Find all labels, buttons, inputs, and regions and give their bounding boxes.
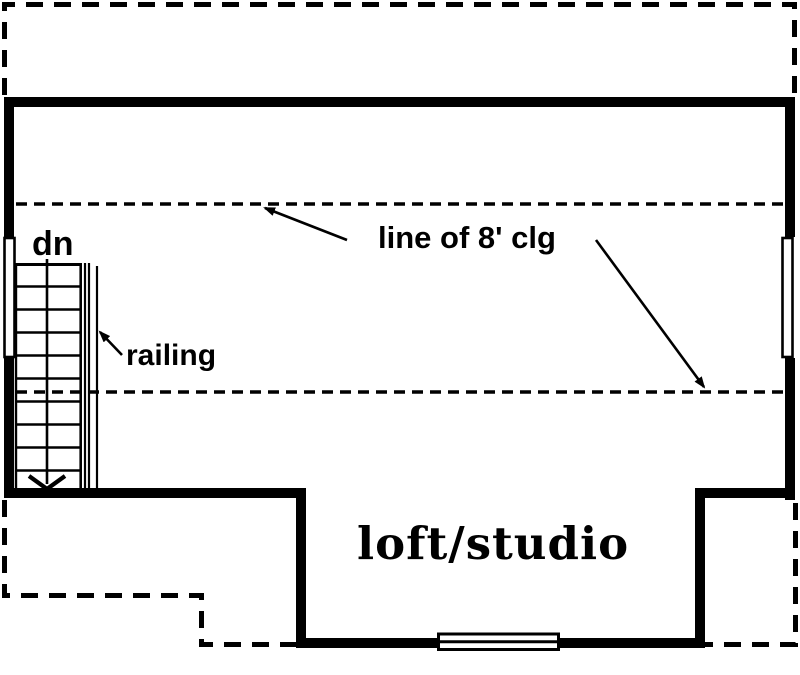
wall-bottom-left-segment — [296, 638, 437, 648]
railing-label: railing — [126, 339, 217, 372]
staircase — [14, 259, 99, 493]
clg-arrow-left — [263, 206, 348, 242]
clg-arrow-right — [594, 239, 706, 389]
wall-loft-west-horizontal — [4, 488, 306, 498]
roof-outline — [2, 2, 798, 647]
roof-outline-top — [2, 2, 797, 95]
ceiling-height-label: line of 8' clg — [378, 220, 556, 255]
window-right — [781, 236, 794, 359]
stair-direction-arrow — [27, 259, 67, 492]
window-left — [3, 236, 16, 359]
ceiling-lines — [16, 202, 783, 394]
room-title: loft/studio — [357, 517, 630, 570]
stair-direction-label: dn — [32, 225, 74, 263]
wall-left-upper — [4, 97, 14, 237]
wall-loft-east-vertical — [695, 488, 705, 648]
wall-top — [4, 97, 795, 107]
roof-outline-bottom-right — [705, 503, 798, 647]
wall-right-upper — [785, 97, 795, 237]
railing-lines — [83, 263, 99, 493]
roof-outline-bottom-left — [2, 500, 296, 647]
wall-right-lower — [785, 358, 795, 500]
wall-loft-west-vertical — [296, 488, 306, 648]
wall-loft-east-horizontal — [695, 488, 795, 498]
window-bottom — [437, 632, 560, 651]
wall-bottom-right-segment — [560, 638, 705, 648]
walls — [4, 97, 795, 648]
wall-left-lower — [4, 358, 14, 498]
direction-arrowhead — [27, 474, 67, 492]
railing-arrow — [98, 330, 123, 356]
annotation-arrows — [98, 206, 706, 389]
windows — [3, 236, 794, 651]
